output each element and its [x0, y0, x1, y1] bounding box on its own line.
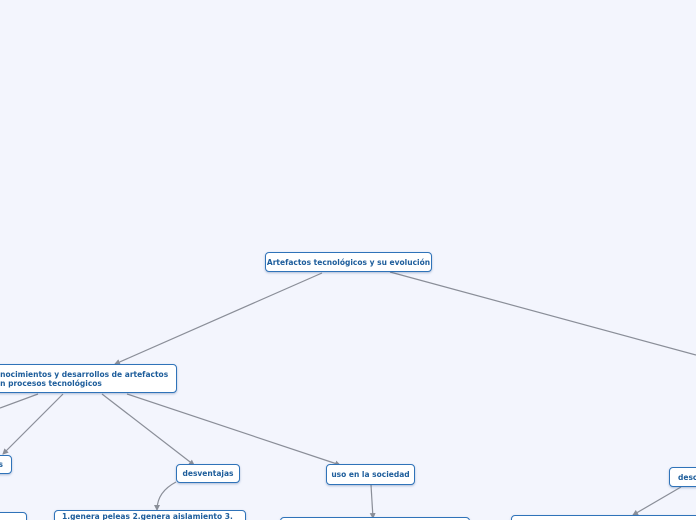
child-node-desc[interactable]: desc — [669, 467, 696, 487]
child-node-desc-label: desc — [678, 472, 696, 482]
connector-desventajas-to-leaf — [154, 481, 177, 511]
connector-branch-to-child-left-edge — [2, 393, 64, 455]
leaf-node-desventajas-list[interactable]: 1.genera peleas 2.genera aislamiento 3. — [54, 510, 246, 520]
connector-branch-to-uso — [126, 393, 341, 467]
child-node-left-edge-label: s — [0, 460, 3, 469]
child-node-desventajas-label: desventajas — [182, 469, 234, 478]
child-node-uso-label: uso en la sociedad — [331, 470, 410, 479]
connector-root-to-right-offscreen — [389, 271, 696, 356]
root-node-label: Artefactos tecnológicos y su evolución — [266, 257, 431, 267]
branch-node-conocimientos[interactable]: onocimientos y desarrollos de artefactos… — [0, 364, 177, 393]
connector-branch-to-left-offscreen — [0, 393, 39, 409]
child-node-desventajas[interactable]: desventajas — [176, 464, 240, 483]
child-node-uso-en-la-sociedad[interactable]: uso en la sociedad — [326, 464, 415, 485]
connector-desc-to-offscreen-child — [632, 486, 682, 516]
leaf-node-partial-left[interactable] — [0, 512, 27, 520]
connector-branch-to-desventajas — [101, 393, 195, 466]
connector-uso-to-offscreen-child — [369, 484, 376, 519]
branch-node-conocimientos-label: onocimientos y desarrollos de artefactos… — [0, 369, 169, 388]
child-node-left-edge[interactable]: s — [0, 455, 12, 474]
leaf-node-partial-uso[interactable] — [280, 517, 470, 520]
leaf-node-desventajas-label: 1.genera peleas 2.genera aislamiento 3. — [62, 512, 233, 520]
connector-root-to-branch-left — [114, 272, 323, 365]
leaf-node-partial-desc[interactable] — [511, 515, 696, 520]
root-node[interactable]: Artefactos tecnológicos y su evolución — [265, 252, 432, 272]
